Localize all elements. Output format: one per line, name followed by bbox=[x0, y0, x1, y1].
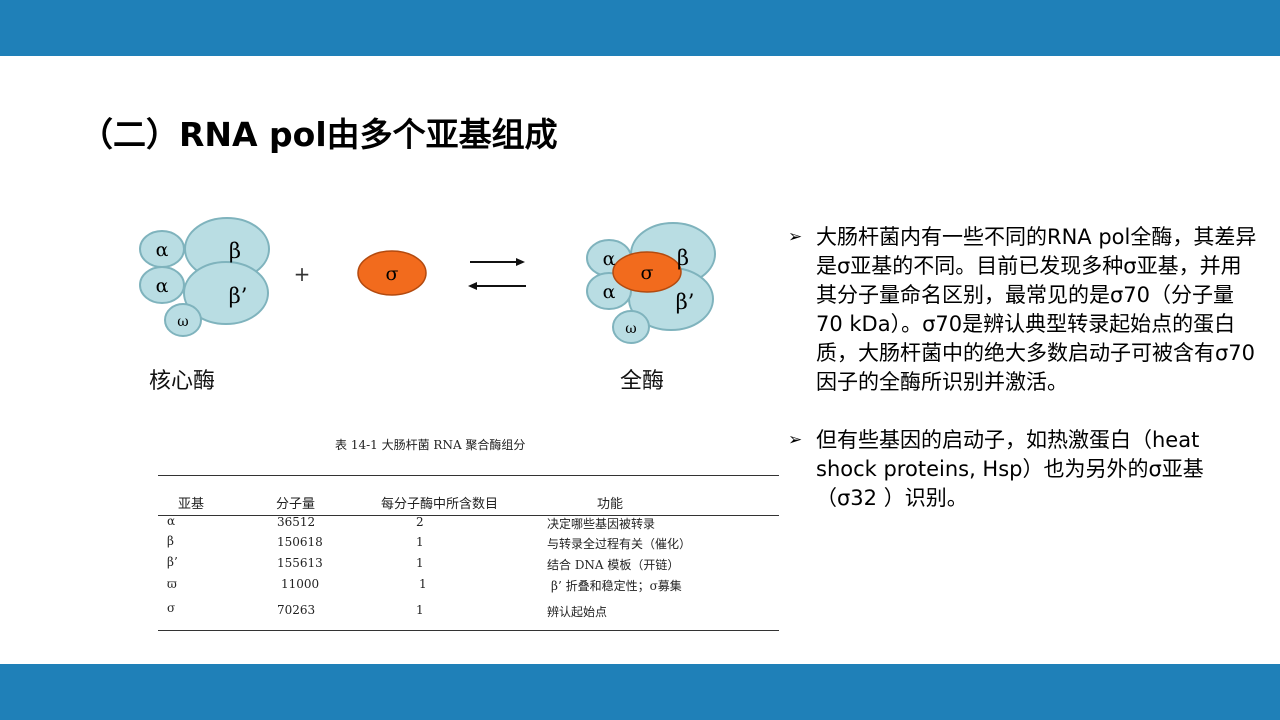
core-alpha-label-1: α bbox=[156, 239, 169, 261]
table-cell-count: 1 bbox=[416, 603, 424, 617]
table-top-rule bbox=[158, 475, 779, 476]
slide-title: （二）RNA pol由多个亚基组成 bbox=[80, 115, 558, 154]
holo-beta-label: β bbox=[677, 246, 689, 270]
table-cell-count: 1 bbox=[419, 577, 427, 591]
core-beta-label: β bbox=[229, 239, 241, 263]
core-omega-label: ω bbox=[177, 314, 188, 330]
table-header-count: 每分子酶中所含数目 bbox=[381, 497, 499, 512]
table-cell-count: 2 bbox=[416, 515, 424, 529]
table-cell-count: 1 bbox=[416, 535, 424, 549]
table-cell-mw: 11000 bbox=[281, 577, 320, 591]
table-cell-mw: 150618 bbox=[277, 535, 323, 549]
table-cell-function: 结合 DNA 模板（开链） bbox=[547, 558, 680, 572]
table-cell-subunit: β bbox=[167, 534, 174, 548]
bullet-text: 但有些基因的启动子，如热激蛋白（heat shock proteins, Hsp… bbox=[816, 428, 1204, 510]
equilibrium-arrows bbox=[468, 258, 526, 290]
sigma-label: σ bbox=[386, 263, 399, 285]
table-cell-subunit: σ bbox=[167, 601, 176, 615]
table-header-mw: 分子量 bbox=[276, 497, 316, 512]
bullet-text: 大肠杆菌内有一些不同的RNA pol全酶，其差异是σ亚基的不同。目前已发现多种σ… bbox=[816, 225, 1257, 394]
table-bottom-rule bbox=[158, 630, 779, 631]
holo-omega-subunit bbox=[612, 310, 650, 344]
table-cell-subunit: ϖ bbox=[167, 577, 177, 591]
core-alpha-label-2: α bbox=[156, 275, 169, 297]
table-cell-mw: 36512 bbox=[277, 515, 316, 529]
core-beta-prime-label: β’ bbox=[229, 284, 248, 308]
holo-beta-prime-label: β’ bbox=[676, 290, 695, 314]
table-cell-mw: 70263 bbox=[277, 603, 316, 617]
table-cell-subunit: β’ bbox=[167, 555, 178, 569]
arrow-bullet-icon: ➢ bbox=[788, 430, 803, 450]
rna-polymerase-diagram: α β α β’ ω + σ α σ β α β’ ω bbox=[139, 217, 716, 344]
table-cell-function: 辨认起始点 bbox=[547, 605, 608, 619]
table-cell-function: β’ 折叠和稳定性；σ募集 bbox=[551, 579, 682, 593]
holo-sigma-label: σ bbox=[641, 262, 654, 284]
holo-sigma-subunit bbox=[612, 251, 682, 293]
holo-alpha-label-2: α bbox=[603, 281, 616, 303]
bullet-list: ➢ 大肠杆菌内有一些不同的RNA pol全酶，其差异是σ亚基的不同。目前已发现多… bbox=[788, 223, 1258, 513]
core-enzyme: α β α β’ ω bbox=[139, 217, 270, 337]
top-banner bbox=[0, 0, 1280, 56]
table-caption: 表 14-1 大肠杆菌 RNA 聚合酶组分 bbox=[335, 438, 526, 452]
core-beta-prime-subunit bbox=[183, 261, 269, 325]
table-header-function: 功能 bbox=[597, 497, 624, 512]
arrow-bullet-icon: ➢ bbox=[788, 227, 803, 247]
bullet-item: ➢ 大肠杆菌内有一些不同的RNA pol全酶，其差异是σ亚基的不同。目前已发现多… bbox=[788, 223, 1258, 397]
bullet-item: ➢ 但有些基因的启动子，如热激蛋白（heat shock proteins, H… bbox=[788, 426, 1258, 513]
holo-omega-label: ω bbox=[625, 321, 636, 337]
core-enzyme-label: 核心酶 bbox=[149, 369, 216, 394]
core-alpha-subunit-2 bbox=[139, 266, 185, 304]
table-cell-function: 与转录全过程有关（催化） bbox=[547, 537, 692, 551]
holo-alpha-label-1: α bbox=[603, 248, 616, 270]
table-header-subunit: 亚基 bbox=[178, 497, 205, 512]
holo-enzyme-label: 全酶 bbox=[620, 369, 665, 394]
holo-enzyme: α σ β α β’ ω bbox=[586, 222, 716, 344]
table-header-rule bbox=[158, 515, 779, 516]
table-cell-mw: 155613 bbox=[277, 556, 323, 570]
table-cell-subunit: α bbox=[167, 514, 176, 528]
plus-sign: + bbox=[294, 262, 311, 286]
table-cell-function: 决定哪些基因被转录 bbox=[547, 517, 656, 531]
table-cell-count: 1 bbox=[416, 556, 424, 570]
core-omega-subunit bbox=[164, 303, 202, 337]
sigma-factor: σ bbox=[357, 250, 427, 296]
bottom-banner bbox=[0, 664, 1280, 720]
